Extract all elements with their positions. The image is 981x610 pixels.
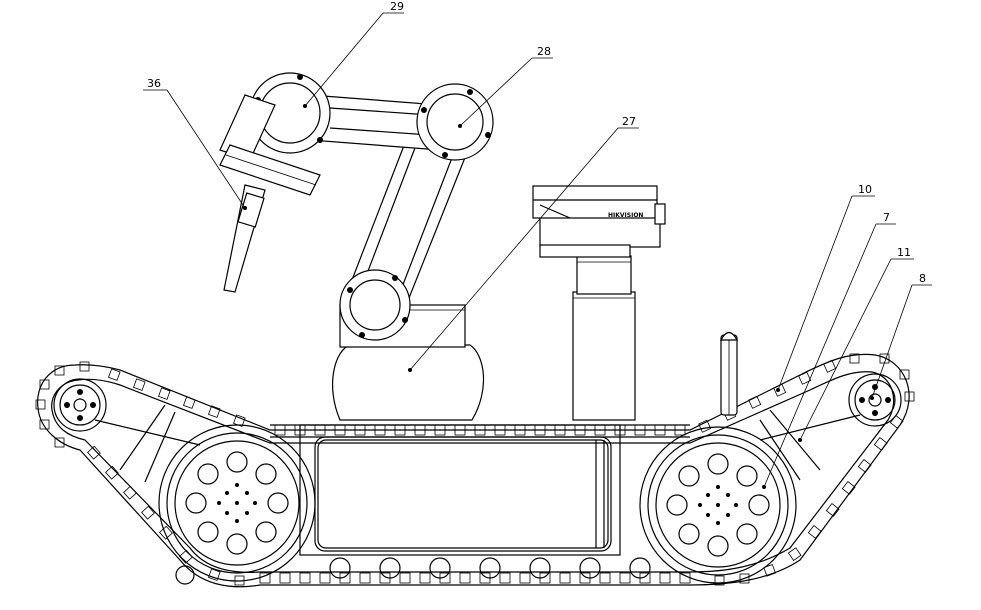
camera-mast: HIKVISION: [532, 185, 666, 421]
callout-36: 36: [143, 77, 247, 210]
callout-7: 7: [762, 211, 896, 489]
callout-27: 27: [408, 115, 639, 372]
left-drive-sprocket: [158, 424, 316, 582]
camera-hood: [532, 185, 658, 219]
road-wheels: [175, 557, 651, 585]
antenna: [719, 331, 739, 416]
callout-label-28: 28: [537, 45, 551, 58]
callout-11: 11: [798, 246, 914, 442]
chassis-body: [299, 424, 621, 556]
tool-clamp: [237, 192, 265, 228]
suspension-struts: [94, 404, 861, 483]
callout-label-36: 36: [147, 77, 161, 90]
left-idler-wheel: [53, 378, 107, 432]
callout-label-7: 7: [883, 211, 890, 224]
callout-28: 28: [458, 45, 553, 128]
chassis-inner-panel: [317, 439, 609, 549]
robot-arm: [219, 72, 494, 341]
elbow-joint: [416, 83, 494, 161]
callout-label-27: 27: [622, 115, 636, 128]
camera-brand-label: HIKVISION: [608, 212, 643, 219]
callouts: 29 28 27 36 10: [143, 0, 932, 489]
callout-29: 29: [303, 0, 404, 108]
callout-label-10: 10: [858, 183, 872, 196]
callout-label-29: 29: [390, 0, 404, 13]
callout-10: 10: [776, 183, 875, 392]
right-idler-wheel: [848, 373, 902, 427]
callout-8: 8: [870, 272, 932, 400]
tracked-chassis: [35, 353, 915, 588]
callout-label-8: 8: [919, 272, 926, 285]
right-drive-sprocket: [639, 426, 797, 584]
callout-label-11: 11: [897, 246, 911, 259]
camera-housing: [539, 214, 661, 248]
mast-tube: [572, 291, 636, 421]
track-links: [35, 353, 915, 586]
chassis-inner-panel-outline: [314, 436, 612, 552]
track-outer-loop: [37, 353, 910, 588]
